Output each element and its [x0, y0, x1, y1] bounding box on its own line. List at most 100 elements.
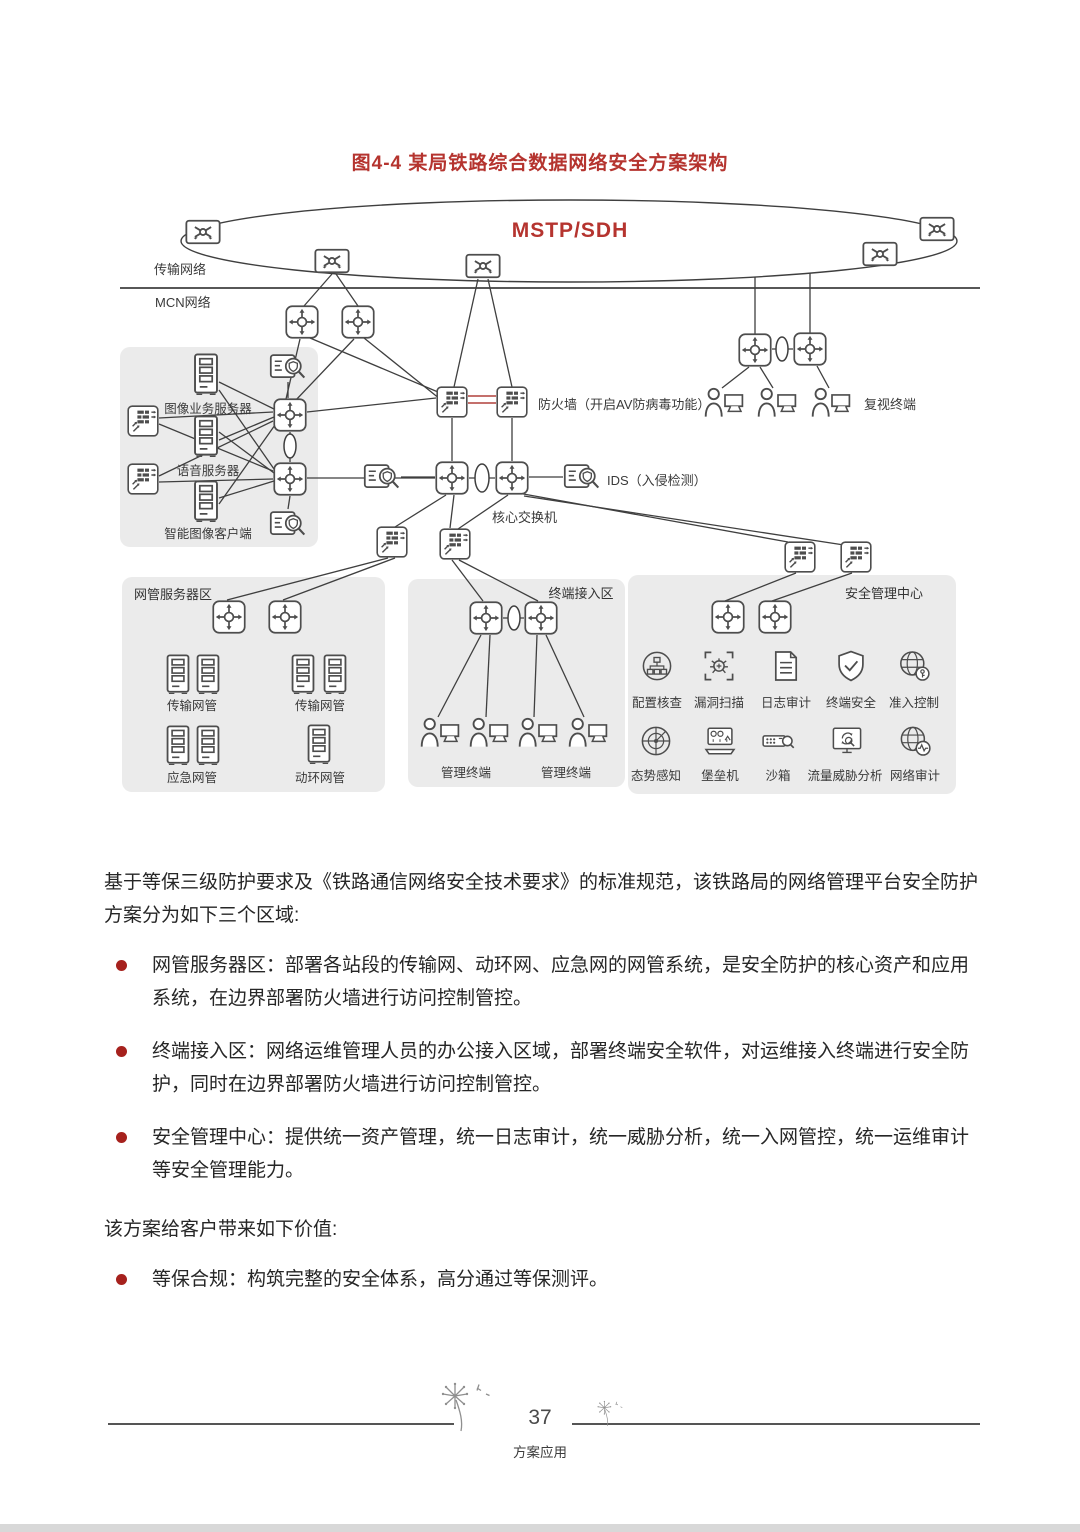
- bullet-dot: [116, 1274, 127, 1285]
- soc-capability-label: 漏洞扫描: [693, 696, 744, 710]
- mcn-router-icon: [341, 305, 375, 339]
- figure-title: 图4-4 某局铁路综合数据网络安全方案架构: [351, 153, 729, 174]
- list-item: 终端接入区：网络运维管理人员的办公接入区域，部署终端安全软件，对运维接入终端进行…: [104, 1035, 980, 1101]
- nms-group-label: 动环网管: [294, 771, 345, 785]
- cloud-label: MSTP/SDH: [511, 219, 629, 242]
- detection-appliance-icon: [269, 509, 307, 539]
- zone-bullet-list: 网管服务器区：部署各站段的传输网、动环网、应急网的网管系统，是安全防护的核心资产…: [104, 949, 980, 1187]
- soc-capability-label: 堡垒机: [701, 769, 739, 783]
- firewall-icon: [436, 386, 468, 418]
- next-page-edge: [0, 1524, 1080, 1532]
- ids-appliance-icon: [563, 462, 601, 492]
- image-client-label: 智能图像客户端: [164, 527, 252, 541]
- voice-server-label: 语音服务器: [176, 464, 240, 478]
- nms-server-icon: [290, 654, 316, 694]
- image-server-icon: [193, 353, 219, 395]
- body-text: 基于等保三级防护要求及《铁路通信网络安全技术要求》的标准规范，该铁路局的网络管理…: [104, 866, 980, 1316]
- list-item: 网管服务器区：部署各站段的传输网、动环网、应急网的网管系统，是安全防护的核心资产…: [104, 949, 980, 1015]
- transport-device-icon: [862, 241, 898, 267]
- mstp-sdh-cloud: [180, 199, 958, 283]
- media-zone-switch-icon: [273, 398, 307, 432]
- soc-capability-label: 沙箱: [765, 769, 791, 783]
- terminal-zone-switch-icon: [469, 601, 503, 635]
- transport-device-icon: [185, 219, 221, 245]
- firewall-icon: [376, 526, 408, 558]
- soc-capability-label: 终端安全: [825, 696, 876, 710]
- network-audit-icon: [898, 724, 932, 758]
- firewall-icon: [840, 541, 872, 573]
- page-number: 37: [528, 1406, 552, 1429]
- bastion-host-icon: [703, 724, 737, 758]
- mcn-network-label: MCN网络: [155, 295, 211, 310]
- footer-rule-right: [572, 1423, 980, 1425]
- dandelion-decoration: [592, 1400, 624, 1427]
- nms-server-icon: [322, 654, 348, 694]
- voice-server-icon: [193, 415, 219, 457]
- firewall-icon: [784, 541, 816, 573]
- nms-server-icon: [165, 725, 191, 765]
- footer-rule-left: [108, 1423, 454, 1425]
- image-client-icon: [193, 480, 219, 522]
- nms-group-label: 传输网管: [294, 699, 345, 713]
- bullet-text: 安全管理中心：提供统一资产管理，统一日志审计，统一威胁分析，统一入网管控，统一运…: [152, 1127, 970, 1181]
- sandbox-icon: [761, 724, 795, 758]
- zone-terminal-title: 终端接入区: [548, 586, 614, 601]
- transport-device-icon: [465, 253, 501, 279]
- mcn-router-icon: [285, 305, 319, 339]
- access-control-icon: [897, 649, 931, 683]
- firewall-icon: [127, 463, 159, 495]
- transport-device-icon: [919, 216, 955, 242]
- situation-awareness-icon: [639, 724, 673, 758]
- diagram-wires: [120, 199, 980, 718]
- soc-capability-label: 日志审计: [760, 696, 811, 710]
- nms-server-icon: [195, 725, 221, 765]
- nms-server-icon: [195, 654, 221, 694]
- soc-capability-label: 态势感知: [630, 769, 681, 783]
- nms-group-label: 应急网管: [166, 771, 217, 785]
- stack-link-ellipses: [283, 336, 789, 631]
- bullet-dot: [116, 1132, 127, 1143]
- nms-zone-switch-icon: [268, 600, 302, 634]
- core-switch-icon: [435, 461, 469, 495]
- nms-server-icon: [165, 654, 191, 694]
- firewall-label: 防火墙（开启AV防病毒功能）: [538, 397, 711, 412]
- media-zone-switch-icon: [273, 462, 307, 496]
- firewall-icon: [439, 528, 471, 560]
- network-architecture-diagram: MSTP/SDH 传输网络 MCN网络 图像业务服务器 语音服务器 智能图像客户…: [120, 192, 980, 817]
- nms-group-label: 传输网管: [166, 699, 217, 713]
- operator-terminal-icon: [419, 716, 463, 748]
- firewall-icon: [127, 405, 159, 437]
- terminal-group-label: 管理终端: [440, 766, 491, 780]
- value-bullet-list: 等保合规：构筑完整的安全体系，高分通过等保测评。: [104, 1263, 980, 1296]
- terminal-group-label: 管理终端: [540, 766, 591, 780]
- operator-terminal-icon: [468, 716, 512, 748]
- soc-capability-label: 网络审计: [889, 769, 940, 783]
- soc-zone-switch-icon: [758, 600, 792, 634]
- core-switch-label: 核心交换机: [492, 510, 558, 525]
- traffic-threat-analysis-icon: [830, 724, 864, 758]
- core-switch-icon: [495, 461, 529, 495]
- review-terminal-label: 复视终端: [864, 397, 917, 412]
- ids-appliance-icon: [363, 462, 401, 492]
- operator-terminal-icon: [517, 716, 561, 748]
- terminal-zone-switch-icon: [524, 601, 558, 635]
- bullet-text: 终端接入区：网络运维管理人员的办公接入区域，部署终端安全软件，对运维接入终端进行…: [152, 1041, 970, 1095]
- bullet-text: 网管服务器区：部署各站段的传输网、动环网、应急网的网管系统，是安全防护的核心资产…: [152, 955, 970, 1009]
- zone-nms-title: 网管服务器区: [134, 587, 213, 602]
- operator-terminal-icon: [810, 386, 854, 418]
- nms-zone-switch-icon: [212, 600, 246, 634]
- access-router-icon: [793, 332, 827, 366]
- soc-capability-label: 准入控制: [888, 696, 939, 710]
- soc-capability-label: 配置核查: [631, 696, 682, 710]
- detection-appliance-icon: [269, 352, 307, 382]
- firewall-icon: [496, 386, 528, 418]
- nms-server-icon: [306, 724, 332, 764]
- vulnerability-scan-icon: [702, 649, 736, 683]
- zone-soc-title: 安全管理中心: [844, 586, 923, 601]
- bullet-text: 等保合规：构筑完整的安全体系，高分通过等保测评。: [152, 1269, 609, 1290]
- transport-device-icon: [314, 248, 350, 274]
- bullet-dot: [116, 1046, 127, 1057]
- list-item: 安全管理中心：提供统一资产管理，统一日志审计，统一威胁分析，统一入网管控，统一运…: [104, 1121, 980, 1187]
- soc-zone-switch-icon: [711, 600, 745, 634]
- intro-paragraph: 基于等保三级防护要求及《铁路通信网络安全技术要求》的标准规范，该铁路局的网络管理…: [104, 872, 979, 926]
